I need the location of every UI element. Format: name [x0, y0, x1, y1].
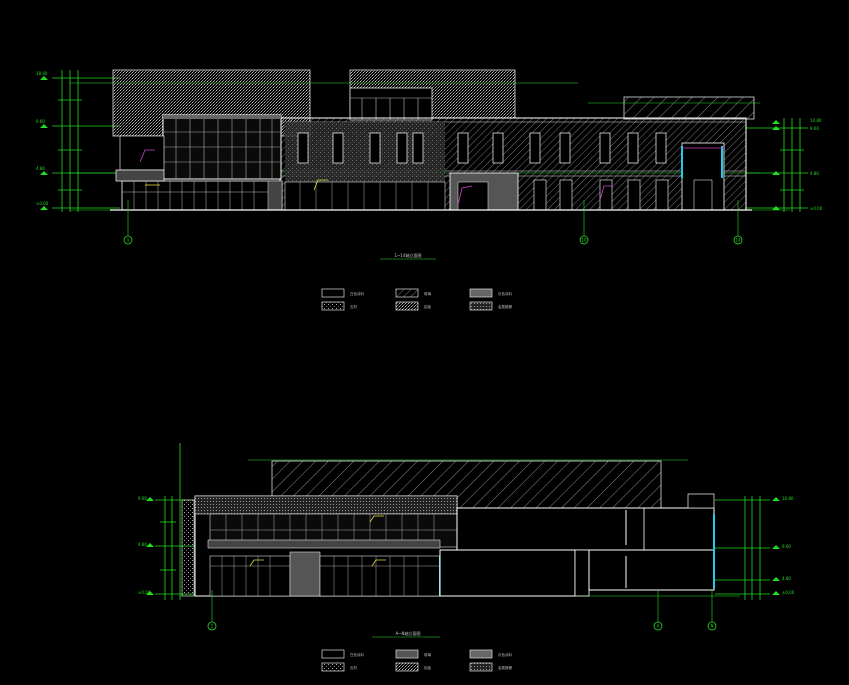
ground-storefront-a [209, 555, 291, 597]
legend-swatch [321, 288, 345, 298]
legend-label: 金属格栅 [498, 665, 512, 670]
legend-swatch [469, 649, 493, 659]
elevation-1-right-level-marks: 10.80 9.60 4.80 ±0.00 [772, 118, 823, 211]
elevation-1-grid-bubbles [123, 235, 743, 245]
grid-bubble-label: 10 [581, 238, 587, 243]
elevation-1-left-dimensions [52, 70, 120, 212]
legend-label: 灰色涂料 [498, 652, 512, 657]
level-label: ±0.00 [810, 206, 823, 211]
entrance-frame-right [681, 142, 725, 211]
legend-swatch [395, 649, 419, 659]
level-label: 4.80 [36, 166, 45, 171]
elevation-2: 9.60 4.80 ±0.00 10.80 9.60 4.80 ±0.00 [138, 443, 795, 672]
grid-bubble-label: 1 [127, 238, 130, 243]
level-label: 18.60 [36, 71, 48, 76]
elevation-2-grid-axes [211, 590, 713, 622]
curtain-wall-grid [163, 118, 281, 179]
ground-storefront-middle [284, 181, 446, 211]
level-label: 9.60 [36, 119, 45, 124]
grid-bubble-label: A [657, 624, 660, 629]
legend-swatch [321, 649, 345, 659]
ground-storefront-left [121, 180, 283, 211]
storefront-mullions [122, 181, 282, 210]
elevation-1-right-dimensions [745, 118, 808, 212]
elevation-2-right-level-marks: 10.80 9.60 4.80 ±0.00 [772, 496, 795, 595]
level-label: ±0.00 [782, 590, 795, 595]
side-column [181, 499, 195, 597]
legend-2: 白色涂料 玻璃 灰色涂料 石材 铝板 金属格栅 [321, 649, 512, 672]
legend-swatch [469, 662, 493, 672]
level-label: 10.80 [810, 118, 822, 123]
legend-swatch [395, 662, 419, 672]
legend-swatch [321, 662, 345, 672]
grid-bubble-label: 14 [735, 238, 741, 243]
grid-bubble-label: N [711, 624, 714, 629]
elevation-1-grid-axes [127, 200, 739, 236]
elevation-2-grid-bubbles [207, 621, 717, 631]
room-labels: · · · [500, 535, 665, 583]
elevation-2-right-dimensions [715, 496, 770, 600]
elevation-2-title: A~N轴立面图 [395, 630, 420, 636]
legend-swatch [469, 288, 493, 298]
roof-window-mullions [350, 97, 432, 120]
svg-text:·: · [542, 535, 543, 539]
legend-label: 铝板 [424, 304, 432, 309]
legend-label: 白色涂料 [350, 652, 364, 657]
level-label: ±0.00 [36, 201, 49, 206]
level-label: 4.80 [782, 576, 791, 581]
legend-swatch [469, 301, 493, 311]
legend-swatch [321, 301, 345, 311]
elevation-1-left-level-marks: 18.60 9.60 4.80 ±0.00 [36, 71, 49, 210]
level-label: 9.60 [810, 126, 819, 131]
elevation-1-title: 1~14轴立面图 [395, 252, 422, 258]
level-label: 9.60 [782, 544, 791, 549]
legend-swatch [395, 288, 419, 298]
legend-1: 白色涂料 玻璃 灰色涂料 石材 铝板 金属格栅 [321, 288, 512, 311]
roof-parapet-hatched [623, 96, 755, 120]
ground-storefront-b [319, 555, 441, 597]
level-label: 4.80 [138, 542, 147, 547]
level-label: ±0.00 [138, 590, 151, 595]
legend-label: 玻璃 [424, 291, 432, 296]
grid-bubble-label: 1 [211, 624, 214, 629]
lower-windows [533, 179, 669, 211]
upper-windows [297, 132, 667, 164]
legend-swatch [395, 301, 419, 311]
legend-label: 白色涂料 [350, 291, 364, 296]
legend-label: 铝板 [424, 665, 432, 670]
svg-text:·: · [500, 579, 501, 583]
legend-label: 石材 [350, 665, 358, 670]
svg-text:·: · [664, 579, 665, 583]
block-right [456, 507, 715, 551]
level-label: 4.80 [810, 171, 819, 176]
elevation-2-left-level-marks: 9.60 4.80 ±0.00 [138, 496, 154, 595]
legend-label: 玻璃 [424, 652, 432, 657]
level-label: 10.80 [782, 496, 794, 501]
gray-pier [289, 551, 321, 597]
legend-label: 石材 [350, 304, 358, 309]
elevation-1: 18.60 9.60 4.80 ±0.00 10.80 9.60 4.80 ±0… [36, 69, 823, 311]
level-label: 9.60 [138, 496, 147, 501]
balcony-left [119, 135, 165, 171]
legend-label: 灰色涂料 [498, 291, 512, 296]
legend-label: 金属格栅 [498, 304, 512, 309]
